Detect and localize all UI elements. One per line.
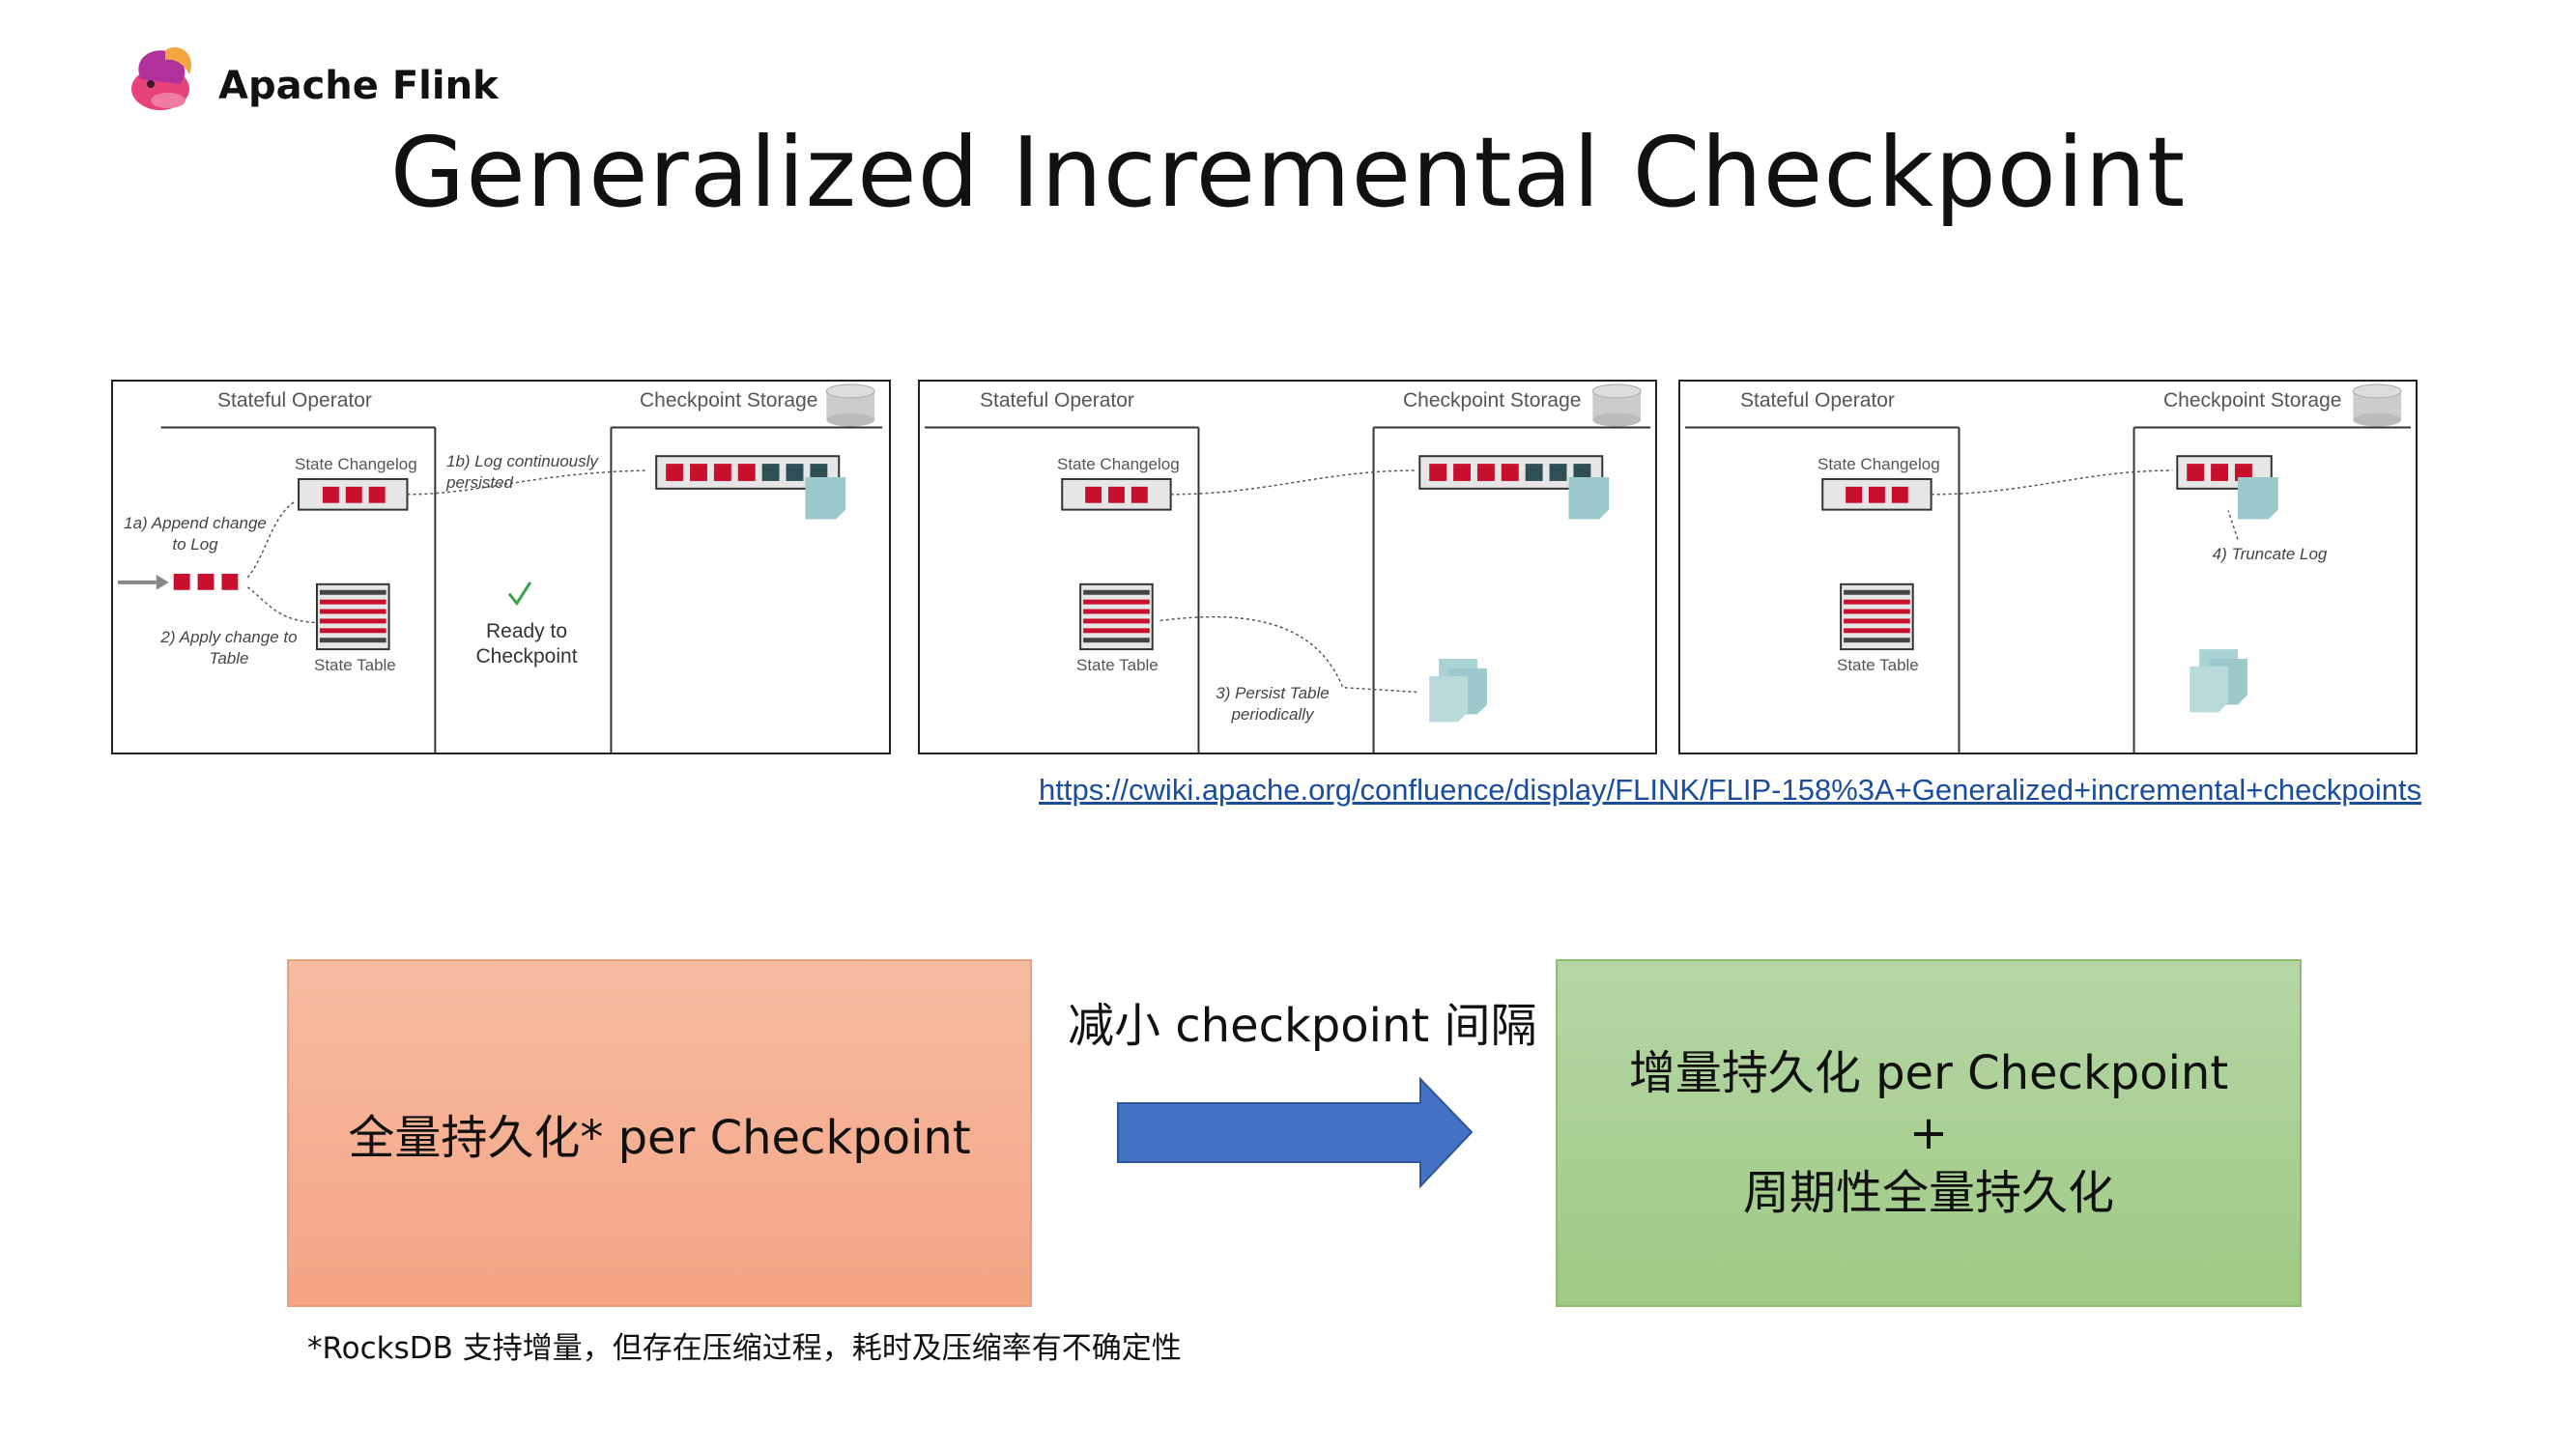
flink-squirrel-logo xyxy=(131,46,191,110)
diagram-panel-3: Stateful Operator Checkpoint Storage Sta… xyxy=(1678,380,2418,754)
table-label: State Table xyxy=(1076,656,1159,674)
changelog-label: State Changelog xyxy=(1057,455,1180,473)
database-icon xyxy=(1591,384,1642,427)
flip-158-link[interactable]: https://cwiki.apache.org/confluence/disp… xyxy=(1039,773,2422,807)
incremental-plus: + xyxy=(1908,1106,1949,1160)
table-label: State Table xyxy=(1837,656,1919,674)
diagram-panel-1: Stateful Operator Checkpoint Storage Sta… xyxy=(111,380,891,754)
arrow-label: 减小 checkpoint 间隔 xyxy=(1068,999,1537,1053)
incremental-persistence-box: 增量持久化 per Checkpoint + 周期性全量持久化 xyxy=(1556,959,2302,1307)
operator-label: Stateful Operator xyxy=(217,389,372,412)
right-arrow-icon xyxy=(1117,1077,1474,1188)
incremental-line-3: 周期性全量持久化 xyxy=(1742,1166,2114,1220)
append-annotation: 1a) Append change to Log xyxy=(124,514,267,554)
full-persistence-box: 全量持久化* per Checkpoint xyxy=(287,959,1032,1307)
document-icon xyxy=(1568,476,1610,520)
ready-annotation: Ready to Checkpoint xyxy=(475,620,578,668)
truncate-annotation: 4) Truncate Log xyxy=(2212,545,2328,563)
page-title: Generalized Incremental Checkpoint xyxy=(389,116,2187,229)
storage-label: Checkpoint Storage xyxy=(1403,389,1582,412)
persist-table-annotation: 3) Persist Table periodically xyxy=(1216,684,1330,724)
storage-label: Checkpoint Storage xyxy=(2163,389,2342,412)
brand-name: Apache Flink xyxy=(218,64,499,108)
database-icon xyxy=(2352,384,2402,427)
document-stack-icon xyxy=(2190,649,2247,713)
changelog-label: State Changelog xyxy=(295,455,417,473)
storage-label: Checkpoint Storage xyxy=(640,389,818,412)
operator-label: Stateful Operator xyxy=(980,389,1134,412)
footnote: *RocksDB 支持增量，但存在压缩过程，耗时及压缩率有不确定性 xyxy=(307,1331,1182,1366)
diagram-panel-2: Stateful Operator Checkpoint Storage Sta… xyxy=(918,380,1657,754)
table-label: State Table xyxy=(314,656,396,674)
full-persistence-text: 全量持久化* per Checkpoint xyxy=(348,1111,971,1165)
persist-log-annotation: 1b) Log continuously persisted xyxy=(446,452,598,492)
checkmark-icon xyxy=(507,582,532,607)
incremental-line-1: 增量持久化 per Checkpoint xyxy=(1628,1046,2229,1100)
changelog-label: State Changelog xyxy=(1818,455,1940,473)
document-icon xyxy=(805,476,846,520)
apply-annotation: 2) Apply change to Table xyxy=(160,628,298,668)
document-stack-icon xyxy=(1429,659,1487,723)
document-icon xyxy=(2237,476,2278,520)
operator-label: Stateful Operator xyxy=(1740,389,1895,412)
database-icon xyxy=(825,384,875,427)
